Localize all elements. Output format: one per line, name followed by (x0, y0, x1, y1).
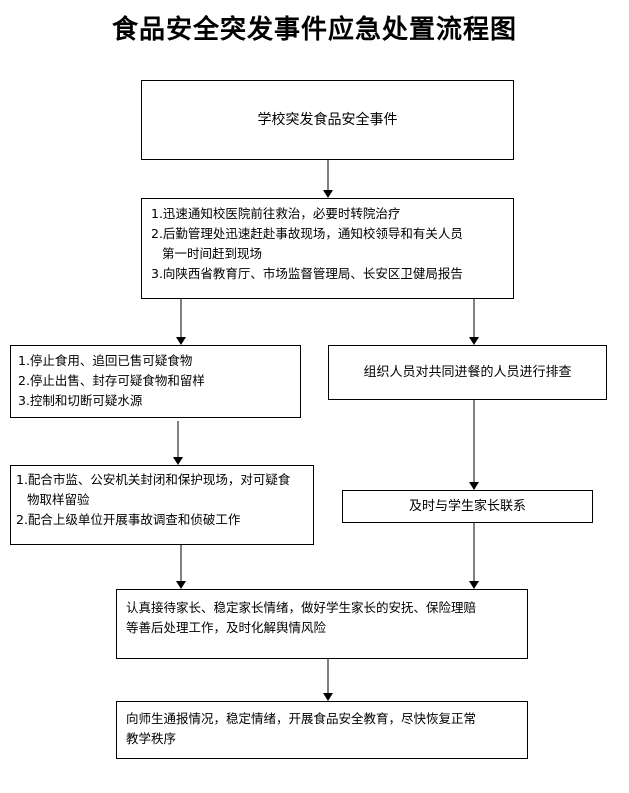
aftermath-line-1: 认真接待家长、稳定家长情绪，做好学生家长的安抚、保险理赔 (126, 600, 477, 615)
initial-response-line-2: 2.后勤管理处迅速赶赴事故现场，通知校领导和有关人员 (151, 226, 463, 241)
initial-response-box: 1.迅速通知校医院前往救治，必要时转院治疗 2.后勤管理处迅速赶赴事故现场，通知… (141, 198, 514, 299)
recovery-box: 向师生通报情况，稳定情绪，开展食品安全教育，尽快恢复正常 教学秩序 (116, 701, 528, 759)
cooperation-line-1: 1.配合市监、公安机关封闭和保护现场，对可疑食 (16, 472, 291, 487)
cooperation-line-3: 2.配合上级单位开展事故调查和侦破工作 (16, 512, 241, 527)
initial-response-line-4: 3.向陕西省教育厅、市场监督管理局、长安区卫健局报告 (151, 266, 463, 281)
containment-line-2: 2.停止出售、封存可疑食物和留样 (18, 373, 205, 388)
recovery-line-1: 向师生通报情况，稳定情绪，开展食品安全教育，尽快恢复正常 (126, 711, 477, 726)
screening-box: 组织人员对共同进餐的人员进行排查 (328, 345, 607, 400)
contact-parents-box: 及时与学生家长联系 (342, 490, 593, 523)
event-text: 学校突发食品安全事件 (257, 112, 398, 128)
contact-parents-text: 及时与学生家长联系 (408, 498, 526, 514)
cooperation-box: 1.配合市监、公安机关封闭和保护现场，对可疑食 物取样留验 2.配合上级单位开展… (10, 465, 314, 545)
initial-response-line-1: 1.迅速通知校医院前往救治，必要时转院治疗 (151, 206, 401, 221)
cooperation-line-2: 物取样留验 (27, 492, 90, 507)
event-box: 学校突发食品安全事件 (141, 80, 514, 160)
containment-line-3: 3.控制和切断可疑水源 (18, 393, 143, 408)
screening-text: 组织人员对共同进餐的人员进行排查 (363, 364, 572, 380)
page-title: 食品安全突发事件应急处置流程图 (111, 15, 517, 45)
containment-line-1: 1.停止食用、追回已售可疑食物 (18, 353, 193, 368)
initial-response-line-3: 第一时间赶到现场 (162, 246, 263, 261)
recovery-line-2: 教学秩序 (126, 731, 177, 746)
containment-box: 1.停止食用、追回已售可疑食物 2.停止出售、封存可疑食物和留样 3.控制和切断… (10, 345, 301, 418)
aftermath-box: 认真接待家长、稳定家长情绪，做好学生家长的安抚、保险理赔 等善后处理工作，及时化… (116, 589, 528, 659)
aftermath-line-2: 等善后处理工作，及时化解舆情风险 (126, 620, 327, 635)
